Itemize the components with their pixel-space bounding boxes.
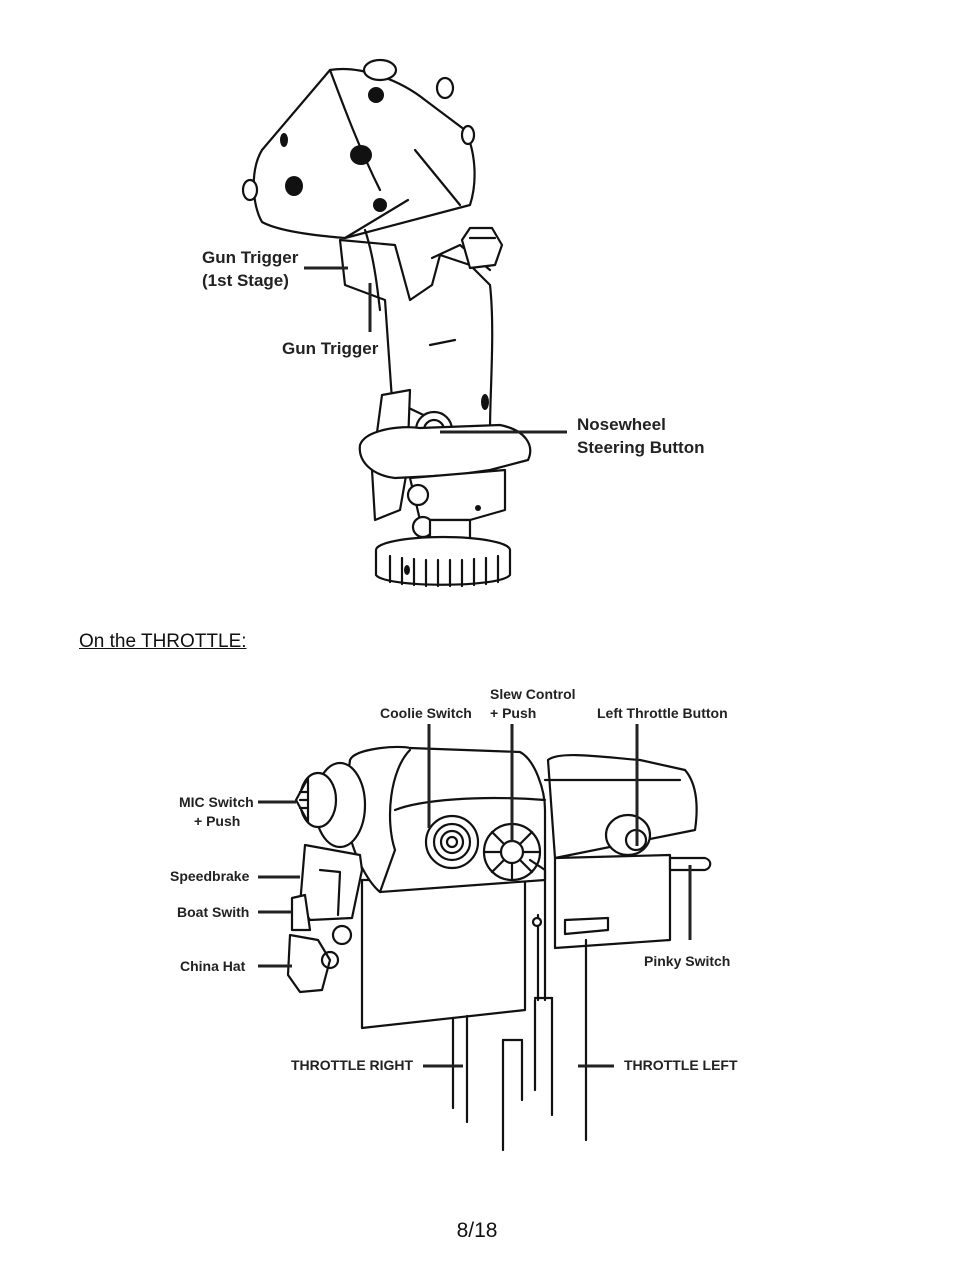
nosewheel-label-line1: Nosewheel xyxy=(577,415,666,434)
boat-switch-label: Boat Swith xyxy=(177,904,250,920)
left-throttle-button-label: Left Throttle Button xyxy=(597,705,728,721)
pinky-switch-label: Pinky Switch xyxy=(644,953,731,969)
gun-trigger-1st-stage-label-line2: (1st Stage) xyxy=(202,271,289,290)
coolie-switch-label: Coolie Switch xyxy=(380,705,472,721)
throttle-heading: On the THROTTLE: xyxy=(79,631,247,652)
china-hat-label: China Hat xyxy=(180,958,246,974)
gun-trigger-label: Gun Trigger xyxy=(282,339,379,358)
mic-switch-label-line2: + Push xyxy=(194,813,241,829)
mic-switch-label-line1: MIC Switch xyxy=(179,794,254,810)
throttle-left-label: THROTTLE LEFT xyxy=(624,1057,738,1073)
slew-control-label-line1: Slew Control xyxy=(490,686,576,702)
nosewheel-label-line2: Steering Button xyxy=(577,438,705,457)
slew-control-label-line2: + Push xyxy=(490,705,537,721)
speedbrake-label: Speedbrake xyxy=(170,868,250,884)
throttle-right-label: THROTTLE RIGHT xyxy=(291,1057,414,1073)
page-number: 8/18 xyxy=(456,1219,498,1242)
gun-trigger-1st-stage-label-line1: Gun Trigger xyxy=(202,248,299,267)
joystick-illustration xyxy=(241,58,567,588)
